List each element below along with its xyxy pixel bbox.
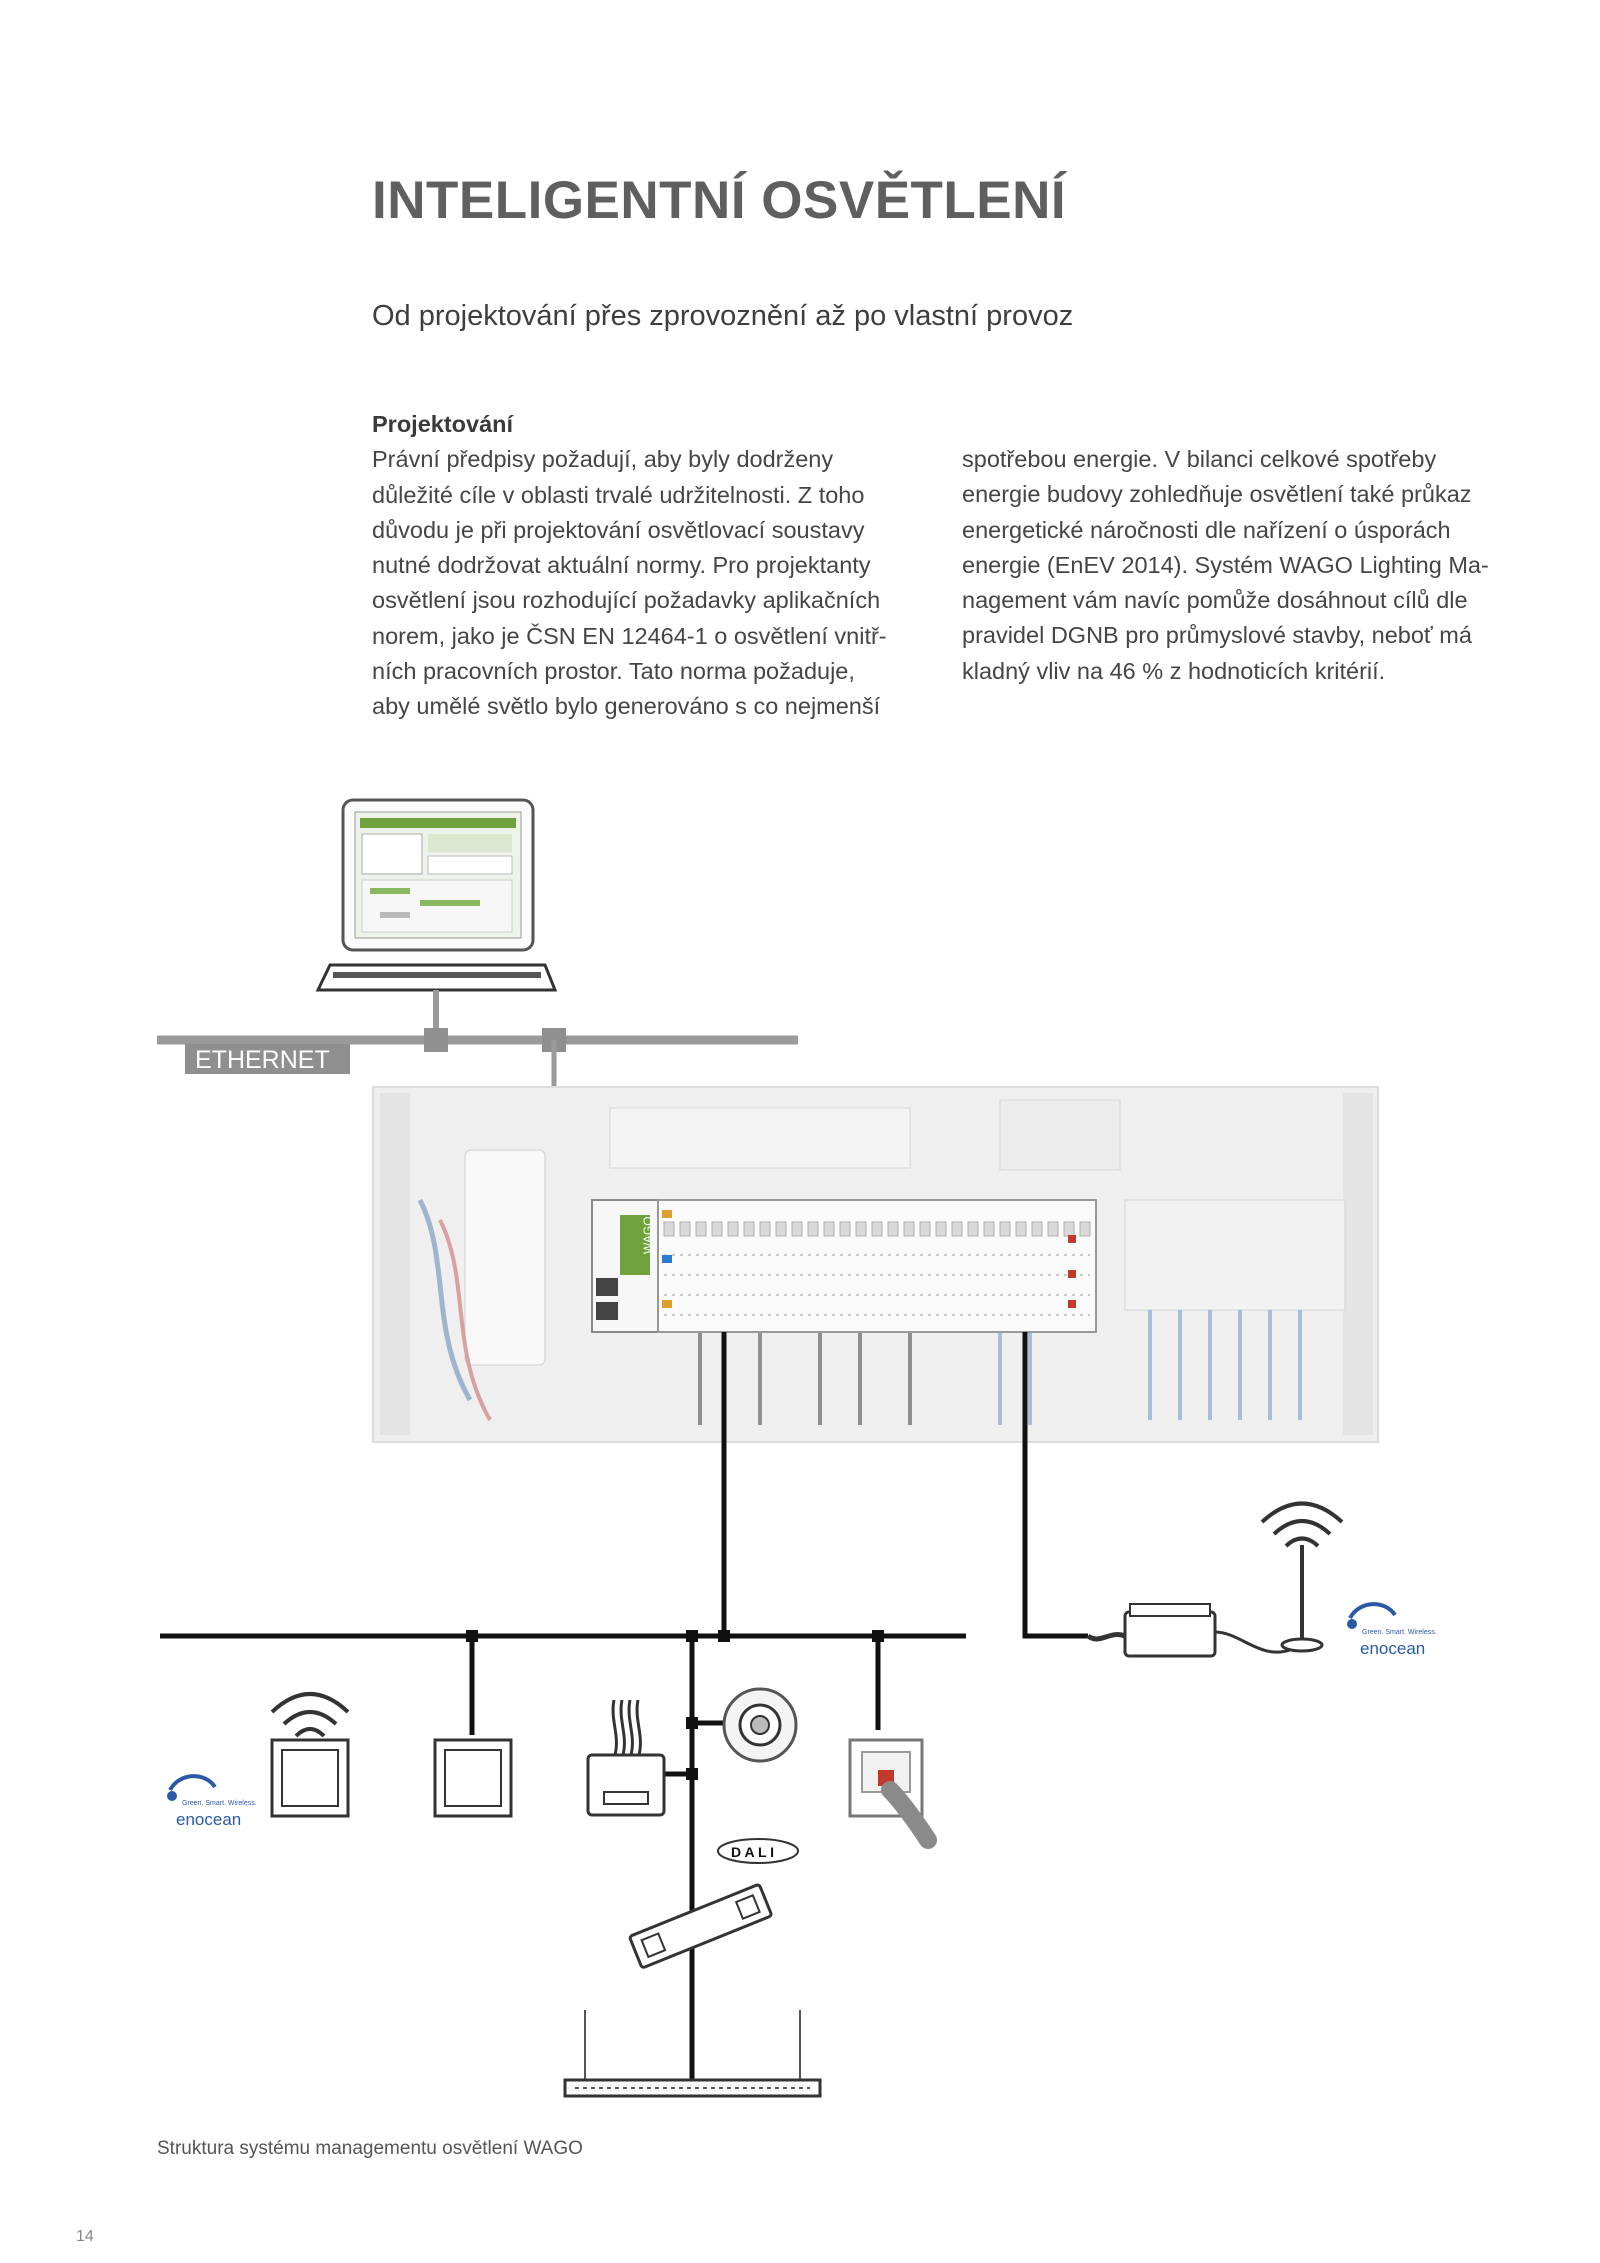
wireless-switch-icon xyxy=(270,1738,350,1818)
figure-caption: Struktura systému managementu osvětlení … xyxy=(157,2138,583,2159)
bus-nodes xyxy=(466,1630,884,1780)
wago-controller: WAGO xyxy=(591,1199,1097,1333)
field-bus-lines xyxy=(160,1332,1088,2080)
paragraph-left: Právní předpisy požadují, aby byly dodrž… xyxy=(372,446,887,720)
text-column-left: Projektování Právní předpisy požadují, a… xyxy=(372,407,912,725)
presence-sensor-icon xyxy=(722,1687,798,1763)
enocean-logo-left: Green. Smart. Wireless. enocean xyxy=(167,1774,257,1829)
wireless-signal-icon-switch xyxy=(270,1692,350,1738)
enocean-wordmark-left: enocean xyxy=(176,1810,241,1829)
ethernet-label: ETHERNET xyxy=(195,1046,330,1074)
wireless-signal-icon-gateway xyxy=(1260,1501,1344,1548)
page-subtitle: Od projektování přes zprovoznění až po v… xyxy=(372,300,1074,332)
enocean-tagline-left: Green. Smart. Wireless. xyxy=(182,1800,257,1807)
luminaire-icon xyxy=(563,2010,822,2098)
enocean-gateway-icon xyxy=(1086,1545,1324,1658)
ballast-icon xyxy=(628,1883,773,1969)
laptop-icon xyxy=(315,798,558,992)
input-module-icon xyxy=(586,1699,666,1817)
controller-brand-label: WAGO xyxy=(641,1216,655,1254)
page-number: 14 xyxy=(76,2228,94,2245)
enocean-wordmark-right: enocean xyxy=(1360,1639,1425,1658)
page-title: INTELIGENTNÍ OSVĚTLENÍ xyxy=(372,171,1067,230)
enocean-tagline-right: Green. Smart. Wireless. xyxy=(1362,1629,1437,1636)
text-column-right: spotřebou energie. V bilanci celkové spo… xyxy=(962,442,1502,689)
ethernet-label-box xyxy=(185,1044,350,1074)
ethernet-node-laptop xyxy=(424,1028,448,1052)
socket-plug-icon xyxy=(848,1738,937,1849)
wall-switch-icon xyxy=(433,1738,513,1818)
enocean-logo-right: Green. Smart. Wireless. enocean xyxy=(1347,1602,1437,1658)
dali-label: D A L I xyxy=(731,1844,774,1860)
dali-logo: D A L I xyxy=(717,1838,799,1864)
section-heading: Projektování xyxy=(372,411,514,437)
paragraph-right: spotřebou energie. V bilanci celkové spo… xyxy=(962,446,1489,684)
